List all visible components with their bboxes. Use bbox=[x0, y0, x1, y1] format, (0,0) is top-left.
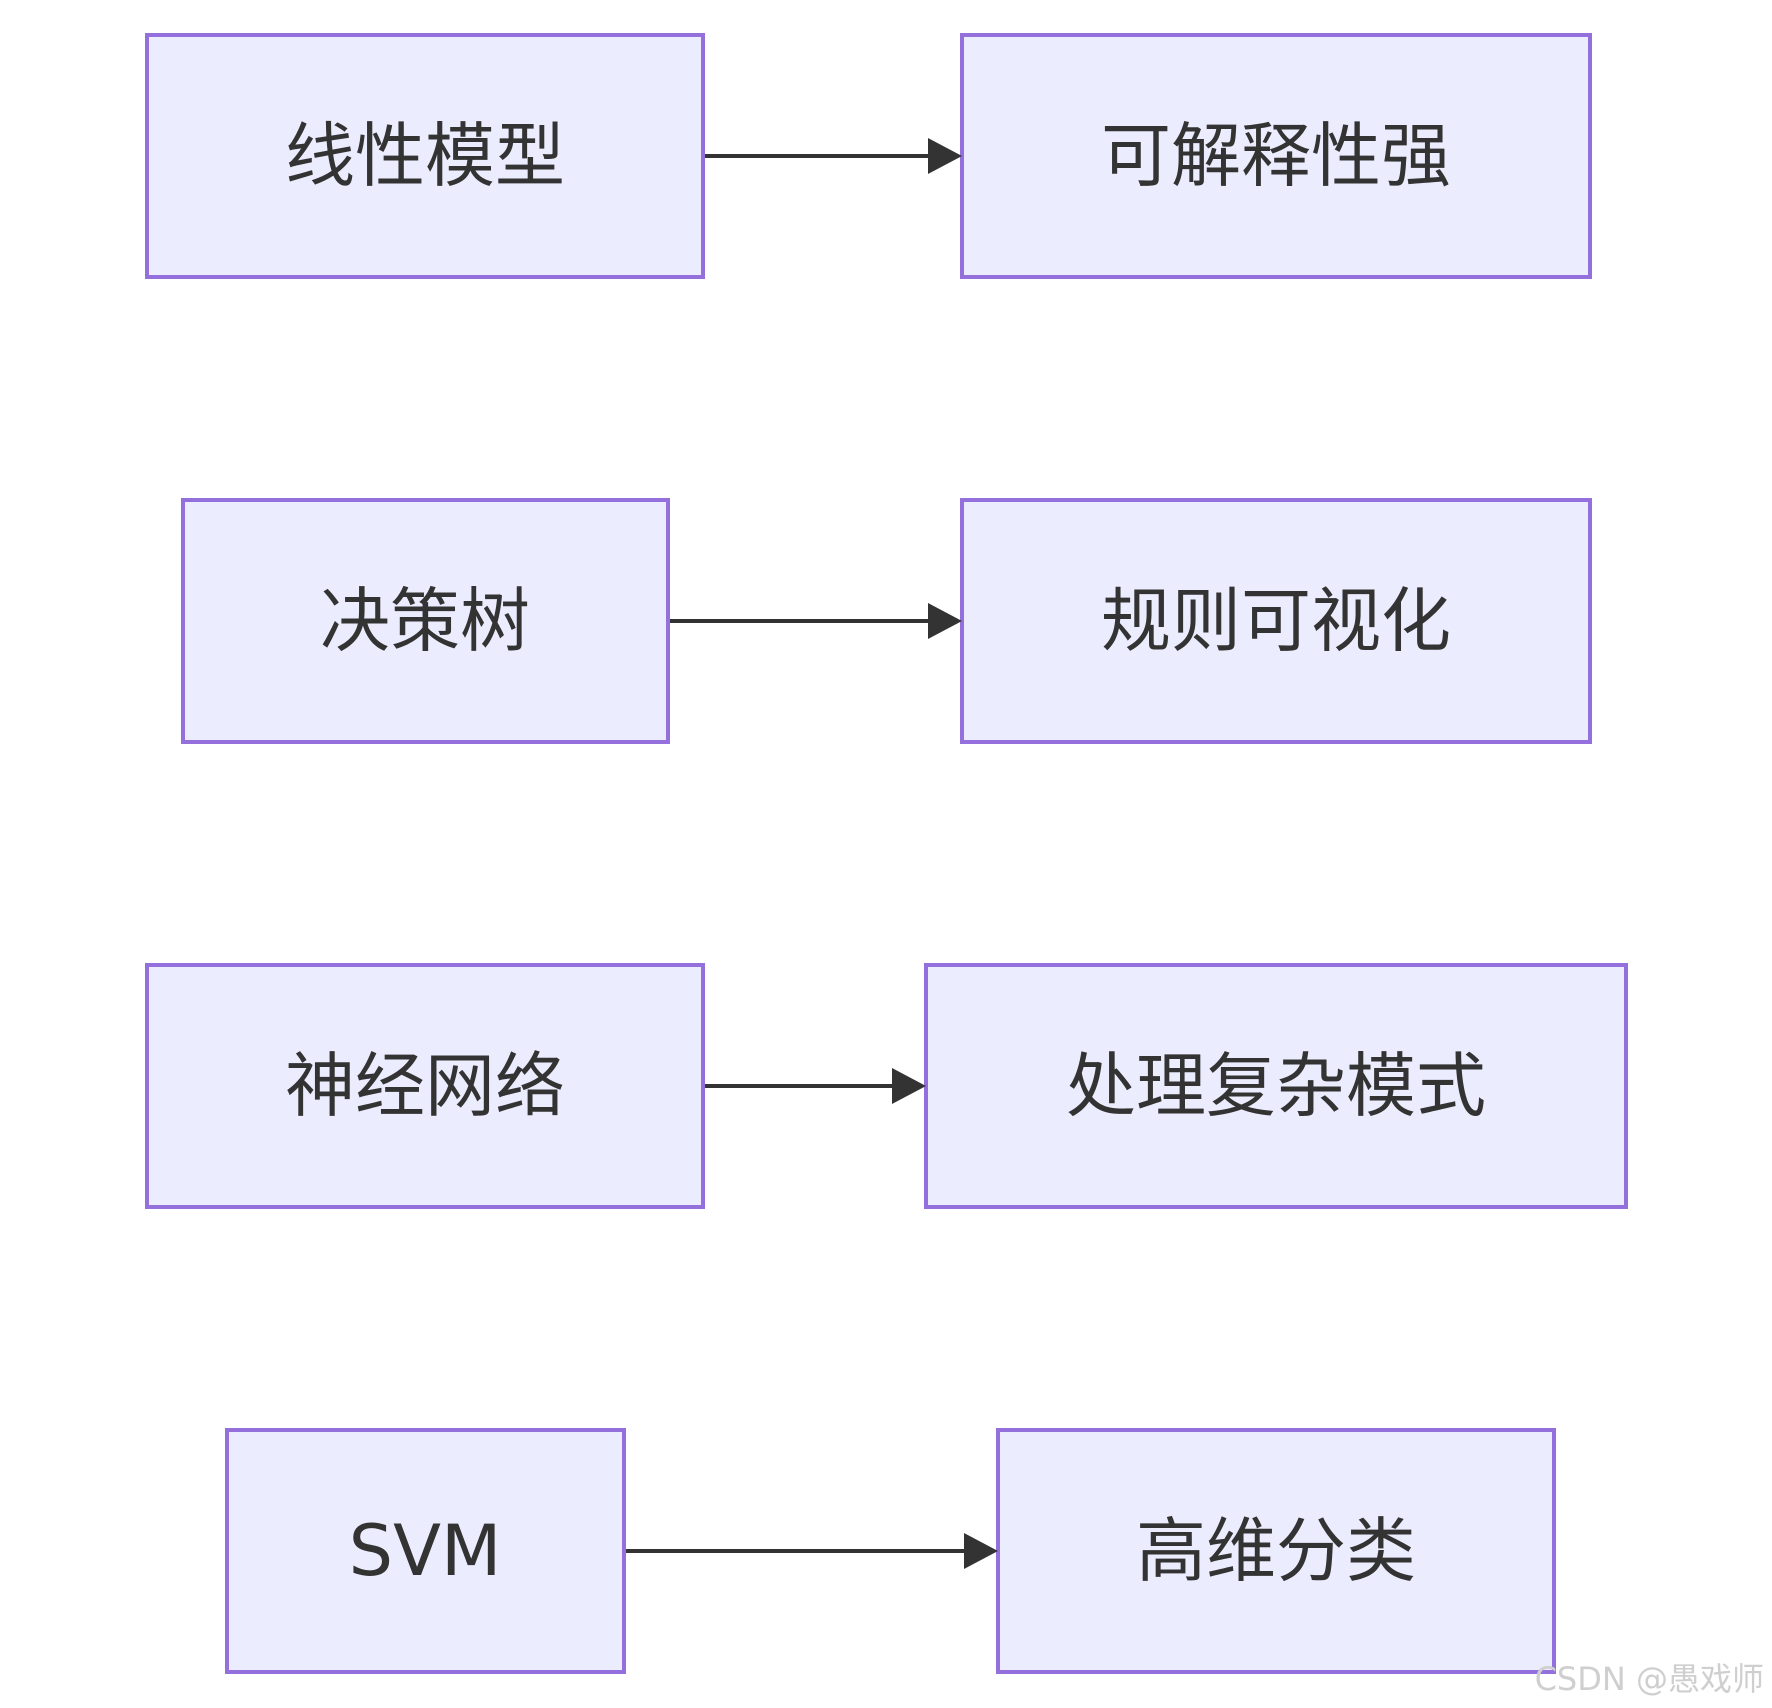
node-label: 处理复杂模式 bbox=[1066, 1045, 1486, 1127]
node-label: 高维分类 bbox=[1136, 1510, 1416, 1592]
node-label: 神经网络 bbox=[285, 1045, 565, 1127]
edge-tree-to-rules bbox=[670, 603, 962, 639]
watermark: CSDN @愚戏师 bbox=[1534, 1660, 1764, 1698]
node-label: SVM bbox=[349, 1510, 502, 1592]
node-svm: SVM bbox=[225, 1428, 626, 1674]
node-interpretability: 可解释性强 bbox=[960, 33, 1592, 279]
node-complex-patterns: 处理复杂模式 bbox=[924, 963, 1628, 1209]
node-label: 可解释性强 bbox=[1101, 115, 1451, 197]
node-neural-network: 神经网络 bbox=[145, 963, 705, 1209]
edge-linear-to-interpretability bbox=[705, 138, 962, 174]
node-label: 规则可视化 bbox=[1101, 580, 1451, 662]
arrowhead bbox=[892, 1068, 926, 1104]
arrowhead bbox=[928, 138, 962, 174]
edge-svm-to-highdim bbox=[626, 1533, 998, 1569]
arrowhead bbox=[964, 1533, 998, 1569]
arrowhead bbox=[928, 603, 962, 639]
node-rule-visualization: 规则可视化 bbox=[960, 498, 1592, 744]
node-label: 线性模型 bbox=[285, 115, 565, 197]
node-decision-tree: 决策树 bbox=[181, 498, 670, 744]
node-linear-model: 线性模型 bbox=[145, 33, 705, 279]
node-label: 决策树 bbox=[320, 580, 530, 662]
edge-nn-to-complex bbox=[705, 1068, 926, 1104]
node-high-dim-classification: 高维分类 bbox=[996, 1428, 1556, 1674]
